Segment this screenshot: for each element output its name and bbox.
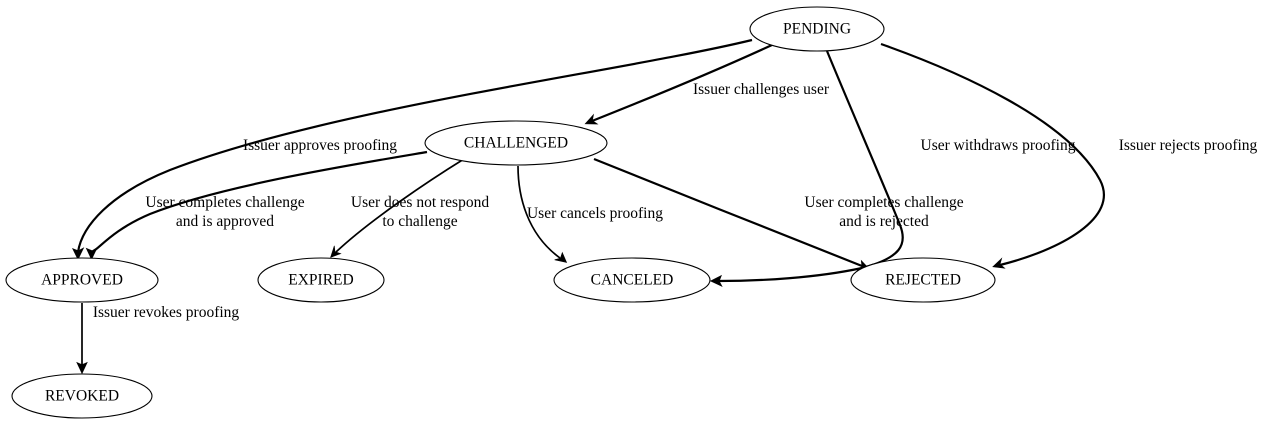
edge-label-challenged-expired: User does not respond	[351, 194, 489, 211]
node-expired-ellipse	[257, 257, 385, 303]
edge-pending-canceled[interactable]: User withdraws proofing	[709, 50, 1076, 288]
edge-label-challenged-canceled: User cancels proofing	[527, 205, 663, 222]
node-revoked-ellipse	[11, 373, 153, 419]
node-canceled-label: CANCELED	[591, 272, 674, 289]
edge-label-pending-challenged: Issuer challenges user	[693, 81, 830, 98]
arrowhead-pending-challenged	[584, 113, 599, 125]
node-approved-ellipse	[5, 257, 159, 303]
edge-label-pending-approved: Issuer approves proofing	[243, 137, 397, 154]
edge-label-challenged-expired-line2: to challenge	[382, 213, 457, 230]
arrowhead-challenged-approved	[85, 246, 98, 261]
edge-challenged-canceled[interactable]: User cancels proofing	[517, 165, 663, 263]
arrowhead-pending-approved	[71, 247, 85, 261]
node-revoked[interactable]: REVOKED	[11, 373, 153, 419]
node-canceled[interactable]: CANCELED	[553, 257, 711, 303]
node-pending-ellipse	[749, 6, 885, 52]
edge-path-challenged-rejected	[593, 157, 863, 268]
arrowhead-challenged-expired	[330, 245, 342, 258]
node-revoked-label: REVOKED	[45, 388, 119, 405]
node-challenged[interactable]: CHALLENGED	[424, 120, 608, 166]
edge-label-challenged-approved-line2: and is approved	[176, 213, 274, 230]
node-expired-label: EXPIRED	[288, 272, 353, 289]
node-challenged-ellipse	[424, 120, 608, 166]
edge-label-challenged-rejected-line2: and is rejected	[839, 213, 929, 230]
node-pending-label: PENDING	[783, 21, 851, 38]
edge-pending-rejected[interactable]: Issuer rejects proofing	[880, 42, 1258, 269]
node-expired[interactable]: EXPIRED	[257, 257, 385, 303]
arrowhead-pending-rejected	[992, 257, 1006, 269]
edge-label-challenged-rejected: User completes challenge	[804, 194, 963, 211]
edge-path-pending-rejected	[880, 42, 1106, 267]
node-rejected-label: REJECTED	[885, 272, 961, 289]
node-approved-label: APPROVED	[41, 272, 123, 289]
arrowhead-challenged-canceled	[554, 251, 568, 263]
edge-approved-revoked[interactable]: Issuer revokes proofing	[76, 303, 240, 375]
edge-path-pending-approved	[76, 38, 753, 253]
edge-path-challenged-canceled	[517, 165, 561, 259]
edge-path-pending-canceled	[717, 50, 904, 283]
edge-label-pending-rejected: Issuer rejects proofing	[1119, 137, 1258, 154]
edge-pending-challenged[interactable]: Issuer challenges user	[584, 44, 830, 125]
node-rejected-ellipse	[850, 257, 996, 303]
edge-path-challenged-expired	[335, 158, 465, 253]
edge-label-challenged-approved: User completes challenge	[145, 194, 304, 211]
node-canceled-ellipse	[553, 257, 711, 303]
arrowhead-pending-canceled	[709, 274, 723, 288]
edge-path-pending-challenged	[591, 44, 773, 123]
edge-challenged-rejected[interactable]: User completes challenge and is rejected	[593, 157, 964, 271]
edge-label-pending-canceled: User withdraws proofing	[921, 137, 1076, 154]
node-rejected[interactable]: REJECTED	[850, 257, 996, 303]
edge-pending-approved[interactable]: Issuer approves proofing	[71, 38, 753, 261]
node-challenged-label: CHALLENGED	[464, 135, 568, 152]
edge-challenged-expired[interactable]: User does not respond to challenge	[330, 158, 490, 258]
arrowhead-approved-revoked	[76, 361, 88, 375]
edge-label-approved-revoked: Issuer revokes proofing	[93, 304, 240, 321]
edge-path-challenged-approved	[91, 150, 428, 254]
node-approved[interactable]: APPROVED	[5, 257, 159, 303]
node-pending[interactable]: PENDING	[749, 6, 885, 52]
edge-challenged-approved[interactable]: User completes challenge and is approved	[85, 150, 428, 261]
